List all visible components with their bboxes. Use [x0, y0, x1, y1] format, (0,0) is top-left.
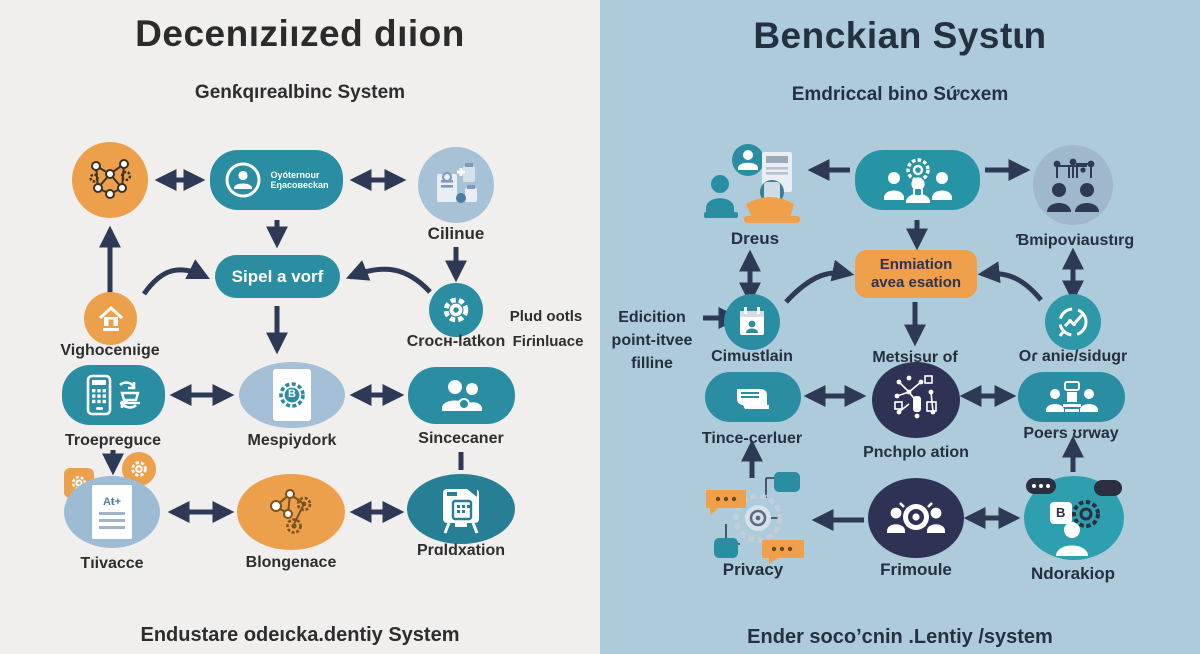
clinue-bubble	[418, 147, 494, 223]
arrow-vighocenige-sipel	[141, 259, 210, 296]
sincecaner-box	[408, 367, 515, 424]
blongenace-bubble	[237, 474, 345, 550]
metsisur-label: Metsisur of	[872, 349, 958, 366]
frimoule-label: Frimoule	[880, 560, 952, 579]
emipoviaustirg-label: Ɓmipoviaustırg	[1015, 232, 1135, 249]
left-panel: Decenıziızed dıion Genƙqırealbinc System	[60, 13, 584, 646]
plud-text-line1: Plud ootls	[509, 308, 583, 325]
sipel-box: Sipel a vorf	[215, 255, 340, 298]
cimustlain-label: Cimustlain	[711, 348, 793, 365]
tince-box	[705, 372, 801, 422]
arrow-croch-sipel	[345, 260, 432, 294]
troepreguce-box	[62, 365, 165, 425]
doc-lines-icon: Aŧ+	[92, 485, 132, 539]
operator-box: Oyóternour Eŋacoвeckan	[210, 150, 343, 210]
right-title: Benckian Systɩn	[753, 15, 1047, 56]
oranie-bubble	[1045, 294, 1101, 350]
vighocenige-bubble	[84, 292, 137, 345]
left-title: Decenıziızed dıion	[135, 13, 465, 54]
camera-people-icon	[884, 497, 948, 539]
mespiydork-bubble: B	[239, 362, 345, 428]
machine-icon	[433, 483, 489, 535]
praldxation-label: Prɑldxation	[416, 542, 506, 559]
poers-label: Poers ʊrway	[1023, 425, 1119, 442]
gear-icon	[439, 293, 473, 327]
doc-text: Aŧ+	[102, 495, 122, 508]
enmiation-box: Enmiation avea esation	[855, 250, 977, 298]
calendar-person-icon	[736, 305, 768, 339]
enmiation-box-text: Enmiation avea esation	[870, 256, 962, 291]
dreus-label: Dreus	[730, 229, 780, 248]
operator-box-text: Oyóternour Eŋacoвeckan	[270, 169, 329, 190]
network-bubble	[72, 142, 148, 218]
house-icon	[96, 304, 126, 334]
sincecaner-label: Sincecaner	[418, 430, 504, 447]
poers-box	[1018, 372, 1125, 422]
ediction-text: Edicition point-itvee filline	[611, 309, 693, 373]
sipel-box-text: Sipel a vorf	[231, 266, 324, 286]
cimustlain-bubble	[724, 294, 780, 350]
tince-label: Tince-cerluer	[701, 430, 803, 447]
phone-cart-icon	[82, 373, 146, 417]
right-panel: Benckian Systɩn Emdriccal bino Ѕứcxem	[600, 0, 1200, 654]
chip-letter: B	[288, 388, 296, 400]
ndorakiop-label: Ndorakiop	[1030, 564, 1116, 583]
privacy-label: Privacy	[722, 560, 784, 579]
duo-network-icon	[1043, 156, 1103, 214]
team-gear-icon	[880, 156, 956, 204]
book-icon	[731, 381, 775, 413]
person-badge-icon	[224, 161, 262, 199]
chat-letter: B	[1056, 505, 1066, 520]
frimoule-bubble	[868, 478, 964, 558]
podium-people-icon	[1041, 378, 1103, 416]
team-gear-box	[855, 150, 980, 210]
arrow-cimustlain-enmiation	[784, 259, 855, 304]
right-caption: Ender socoʼcnin .Lentiy /system	[747, 626, 1053, 648]
ndorakiop-bubble: B	[1024, 476, 1124, 560]
people-icon	[434, 376, 490, 416]
vighocenige-label: Vighocenıige	[60, 342, 160, 359]
tivacce-bubble: Aŧ+	[64, 476, 160, 548]
pnchplo-label: Pnchplo ation	[863, 444, 969, 461]
emipoviaustirg-bubble	[1033, 145, 1113, 225]
left-subtitle: Genƙqırealbinc System	[194, 82, 406, 103]
chart-check-icon	[1055, 304, 1091, 340]
dreus-people-icon	[700, 142, 810, 232]
dots-network-icon	[887, 372, 945, 428]
tivacce-label: Tıivacce	[80, 555, 144, 572]
troepreguce-label: Troepreguce	[64, 432, 162, 449]
mespiydork-label: Mespiydork	[247, 432, 337, 449]
oranie-label: Oɾ anie/sidugr	[1018, 348, 1128, 365]
arrow-oranie-enmiation	[977, 261, 1043, 302]
medical-docs-icon	[429, 158, 483, 212]
molecules-icon	[260, 484, 322, 540]
chat-gear-icon: B	[1024, 476, 1124, 560]
praldxation-bubble	[407, 474, 515, 544]
croch-label: Crocн-latkon	[406, 333, 506, 350]
plud-text-line2: Fiɾinluace	[512, 333, 584, 350]
croch-bubble	[429, 283, 483, 337]
chip-card-icon: B	[273, 369, 311, 421]
pnchplo-bubble	[872, 362, 960, 438]
network-icon	[84, 154, 136, 206]
clinue-label: Cilinue	[427, 224, 485, 243]
blongenace-label: Blongenace	[245, 554, 337, 571]
left-caption: Endustare odeıcka.dentiy System	[140, 624, 460, 646]
privacy-icon	[696, 468, 812, 564]
right-subtitle: Emdriccal bino Ѕứcxem	[791, 84, 1009, 105]
